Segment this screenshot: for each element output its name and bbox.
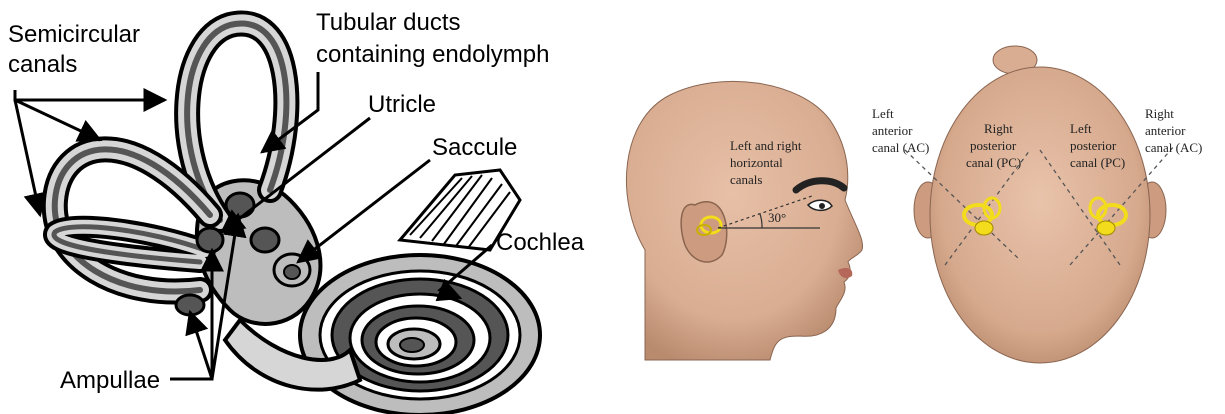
utricle-shape: [251, 228, 279, 252]
label-semicircular-canals-2: canals: [8, 51, 77, 78]
head-top-view: [905, 46, 1175, 363]
label-right-pc-3: canal (PC): [966, 155, 1021, 170]
head-orientation-svg: Left and right horizontal canals 30°: [600, 0, 1225, 414]
label-semicircular-canals-1: Semicircular: [8, 21, 140, 48]
label-left-ac-1: Left: [872, 106, 894, 121]
canal-orientation-diagram: Left and right horizontal canals 30°: [600, 0, 1225, 414]
inner-ear-diagram: Semicircular canals Tubular ducts contai…: [0, 0, 600, 414]
label-tubular-ducts-2: containing endolymph: [316, 41, 550, 68]
label-horizontal-canals-3: canals: [730, 172, 762, 187]
label-utricle: Utricle: [368, 91, 436, 118]
arrow-saccule: [298, 160, 430, 262]
arrow-ampullae-1: [190, 312, 212, 379]
inner-ear-svg: Semicircular canals Tubular ducts contai…: [0, 0, 600, 414]
label-right-ac-1: Right: [1145, 106, 1174, 121]
cochlea-spiral: [300, 255, 540, 414]
label-left-pc-1: Left: [1070, 121, 1092, 136]
label-left-pc-3: canal (PC): [1070, 155, 1125, 170]
arrow-semicircular-2: [15, 100, 100, 140]
label-horizontal-canals-1: Left and right: [730, 138, 802, 153]
label-left-pc-2: posterior: [1070, 138, 1117, 153]
semicircular-canal-horizontal: [54, 227, 205, 262]
label-tubular-ducts-1: Tubular ducts: [316, 9, 461, 36]
label-right-ac-2: anterior: [1145, 123, 1186, 138]
label-left-ac-2: anterior: [872, 123, 913, 138]
head-side-view: [626, 81, 862, 360]
arrow-semicircular-1: [15, 90, 165, 100]
label-horizontal-canals-2: horizontal: [730, 155, 783, 170]
label-right-pc-1: Right: [984, 121, 1013, 136]
label-right-pc-2: posterior: [970, 138, 1017, 153]
label-angle: 30°: [768, 210, 786, 225]
arrow-semicircular-3: [15, 100, 40, 215]
label-right-ac-3: canal (AC): [1145, 140, 1202, 155]
label-cochlea: Cochlea: [496, 229, 585, 256]
label-left-ac-3: canal (AC): [872, 140, 929, 155]
saccule-shape: [274, 254, 310, 286]
label-saccule: Saccule: [432, 134, 517, 161]
label-ampullae: Ampullae: [60, 367, 160, 394]
